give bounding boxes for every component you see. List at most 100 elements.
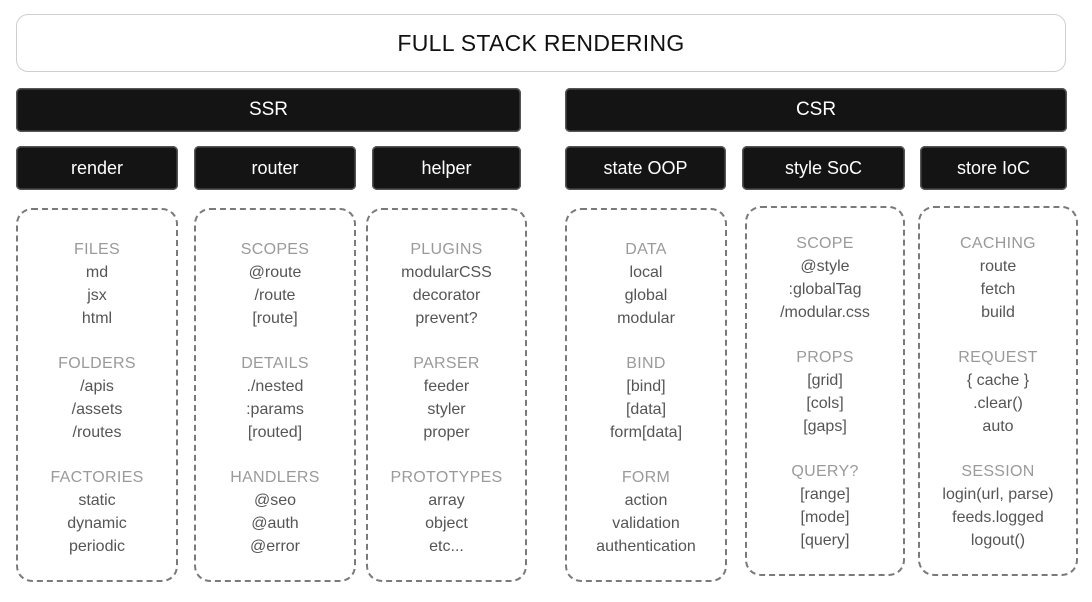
props-group: PROPS [grid] [cols] [gaps]	[796, 346, 854, 438]
store-ioc-header: store IoC	[920, 146, 1067, 190]
group-item: dynamic	[67, 515, 127, 532]
group-heading: QUERY?	[791, 463, 859, 480]
group-heading: SCOPE	[796, 235, 854, 252]
group-item: html	[81, 310, 113, 327]
group-item: { cache }	[966, 372, 1030, 389]
group-item: @error	[249, 538, 300, 555]
group-item: md	[85, 264, 109, 281]
group-item: periodic	[68, 538, 126, 555]
style-soc-header: style SoC	[742, 146, 905, 190]
group-item: login(url, parse)	[942, 486, 1054, 503]
group-item: :params	[246, 401, 304, 418]
ssr-header: SSR	[16, 88, 521, 132]
group-item: validation	[612, 515, 680, 532]
group-item: [grid]	[807, 372, 843, 389]
form-group: FORM action validation authentication	[596, 466, 696, 558]
group-heading: DETAILS	[241, 355, 309, 372]
group-heading: FORM	[621, 469, 671, 486]
group-item: [routed]	[247, 424, 303, 441]
group-item: route	[979, 258, 1017, 275]
group-item: global	[624, 287, 668, 304]
group-heading: PROPS	[796, 349, 854, 366]
store-ioc-panel: CACHING route fetch build REQUEST { cach…	[918, 206, 1078, 576]
group-item: [range]	[800, 486, 850, 503]
group-item: prevent?	[415, 310, 478, 327]
group-heading: FOLDERS	[58, 355, 136, 372]
group-item: @auth	[251, 515, 299, 532]
group-item: :globalTag	[788, 281, 862, 298]
group-item: auto	[982, 418, 1014, 435]
group-item: local	[629, 264, 663, 281]
group-item: [bind]	[626, 378, 666, 395]
group-item: @style	[800, 258, 850, 275]
group-item: logout()	[970, 532, 1026, 549]
session-group: SESSION login(url, parse) feeds.logged l…	[942, 460, 1053, 552]
router-header: router	[194, 146, 356, 190]
group-item: /modular.css	[780, 304, 870, 321]
group-heading: CACHING	[960, 235, 1036, 252]
group-item: proper	[423, 424, 470, 441]
group-item: action	[624, 492, 668, 509]
diagram-title: FULL STACK RENDERING	[16, 14, 1066, 72]
group-heading: SESSION	[961, 463, 1035, 480]
group-heading: PLUGINS	[410, 241, 483, 258]
group-item: static	[78, 492, 116, 509]
group-item: build	[981, 304, 1015, 321]
group-item: fetch	[980, 281, 1016, 298]
group-heading: DATA	[625, 241, 667, 258]
group-item: styler	[427, 401, 466, 418]
group-item: modularCSS	[401, 264, 492, 281]
query-group: QUERY? [range] [mode] [query]	[791, 460, 858, 552]
csr-header: CSR	[565, 88, 1067, 132]
group-item: array	[428, 492, 465, 509]
parser-group: PARSER feeder styler proper	[413, 352, 479, 444]
data-group: DATA local global modular	[617, 238, 675, 330]
group-heading: REQUEST	[958, 349, 1038, 366]
prototypes-group: PROTOTYPES array object etc...	[390, 466, 502, 558]
helper-panel: PLUGINS modularCSS decorator prevent? PA…	[366, 208, 527, 582]
group-item: /apis	[80, 378, 114, 395]
group-item: feeds.logged	[952, 509, 1044, 526]
render-header: render	[16, 146, 178, 190]
state-oop-panel: DATA local global modular BIND [bind] [d…	[565, 208, 727, 582]
group-heading: PROTOTYPES	[390, 469, 503, 486]
style-soc-panel: SCOPE @style :globalTag /modular.css PRO…	[745, 206, 905, 576]
state-oop-header: state OOP	[565, 146, 726, 190]
group-item: jsx	[87, 287, 107, 304]
group-item: etc...	[429, 538, 464, 555]
group-item: [route]	[252, 310, 298, 327]
group-item: form[data]	[609, 424, 683, 441]
group-item: [gaps]	[803, 418, 847, 435]
group-heading: FACTORIES	[50, 469, 144, 486]
group-item: [query]	[800, 532, 850, 549]
group-item: authentication	[596, 538, 696, 555]
request-group: REQUEST { cache } .clear() auto	[958, 346, 1037, 438]
bind-group: BIND [bind] [data] form[data]	[610, 352, 682, 444]
group-item: [data]	[625, 401, 667, 418]
group-heading: FILES	[74, 241, 120, 258]
group-item: .clear()	[973, 395, 1023, 412]
helper-header: helper	[372, 146, 521, 190]
group-heading: SCOPES	[240, 241, 310, 258]
group-item: [mode]	[800, 509, 850, 526]
group-item: modular	[617, 310, 675, 327]
render-panel: FILES md jsx html FOLDERS /apis /assets …	[16, 208, 178, 582]
group-item: @seo	[253, 492, 297, 509]
scope-group: SCOPE @style :globalTag /modular.css	[780, 232, 870, 324]
group-item: /route	[254, 287, 296, 304]
group-item: ./nested	[246, 378, 304, 395]
group-item: /assets	[71, 401, 123, 418]
caching-group: CACHING route fetch build	[960, 232, 1036, 324]
factories-group: FACTORIES static dynamic periodic	[50, 466, 143, 558]
files-group: FILES md jsx html	[74, 238, 120, 330]
scopes-group: SCOPES @route /route [route]	[241, 238, 310, 330]
group-item: [cols]	[806, 395, 844, 412]
group-item: decorator	[412, 287, 481, 304]
group-item: feeder	[423, 378, 470, 395]
group-item: @route	[248, 264, 302, 281]
group-heading: BIND	[626, 355, 666, 372]
group-heading: HANDLERS	[230, 469, 320, 486]
group-item: /routes	[72, 424, 122, 441]
group-heading: PARSER	[413, 355, 480, 372]
group-item: object	[425, 515, 468, 532]
